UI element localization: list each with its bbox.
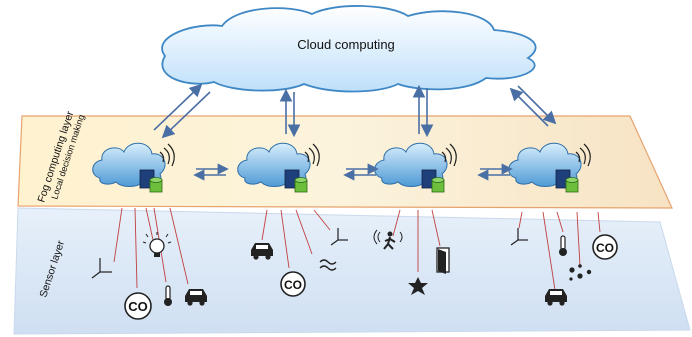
database-icon (294, 177, 308, 193)
light-sensor-icon (408, 277, 428, 295)
database-icon (149, 177, 163, 193)
database-icon (431, 177, 445, 193)
svg-text:CO: CO (596, 241, 614, 255)
wifi-icon (575, 143, 591, 167)
fog-peer-arrows (193, 163, 513, 181)
sensor-connectors (113, 207, 601, 291)
gyroscope-icon (510, 228, 528, 246)
co-sensor-icon: CO (280, 271, 306, 297)
car-icons (185, 243, 567, 306)
fog-nodes (92, 142, 591, 193)
fog-node-1 (92, 142, 175, 193)
car-icon (185, 289, 207, 306)
thermometer-icon (164, 285, 172, 306)
motion-sensor-icon (373, 229, 403, 250)
wifi-icon (304, 143, 320, 167)
gyroscope-icon (91, 258, 112, 279)
car-icon (545, 289, 567, 306)
svg-text:CO: CO (128, 299, 148, 314)
wifi-icon (159, 143, 175, 167)
particles-icon (569, 264, 592, 281)
thermometer-icon (559, 235, 567, 256)
gyroscope-icon (330, 228, 348, 246)
database-icon (565, 177, 579, 193)
fog-node-2 (237, 142, 320, 193)
door-icon (436, 247, 450, 274)
cloud-computing-label: Cloud computing (297, 37, 395, 52)
co-sensor-icon: CO (124, 292, 152, 320)
co-sensor-icon: CO (592, 234, 618, 260)
humidity-icon (319, 259, 337, 271)
wifi-icon (441, 143, 457, 167)
cloud-fog-arrows (153, 83, 557, 139)
lightbulb-icon (142, 232, 172, 257)
svg-text:CO: CO (284, 278, 302, 292)
fog-node-4 (508, 142, 591, 193)
fog-node-3 (374, 142, 457, 193)
car-icon (251, 243, 273, 260)
